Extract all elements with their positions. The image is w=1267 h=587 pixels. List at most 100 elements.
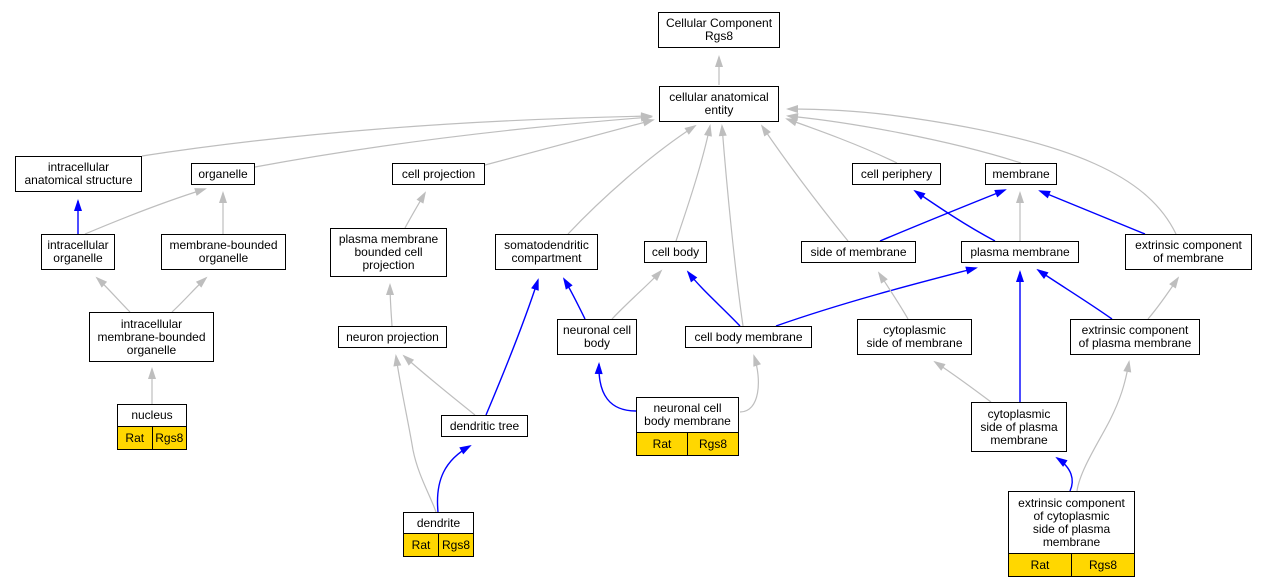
edge-intra-mb-organelle-to-membrane-bounded-organelle bbox=[171, 276, 208, 313]
gene-tag: Rgs8 bbox=[151, 427, 186, 449]
species-tag: Rat bbox=[1009, 554, 1071, 576]
arrowhead bbox=[718, 124, 727, 137]
node-neuron-projection[interactable]: neuron projection bbox=[338, 326, 447, 348]
species-tag: Rat bbox=[118, 427, 152, 449]
edge-side-of-membrane-to-membrane bbox=[879, 189, 1007, 242]
node-plasma-membrane[interactable]: plasma membrane bbox=[961, 241, 1079, 263]
node-extrinsic-membrane[interactable]: extrinsic component of membrane bbox=[1125, 234, 1252, 270]
node-extrinsic-cyto-pm[interactable]: extrinsic component of cytoplasmic side … bbox=[1008, 491, 1135, 577]
node-organelle[interactable]: organelle bbox=[191, 163, 255, 185]
node-intracellular-anat[interactable]: intracellular anatomical structure bbox=[15, 156, 142, 192]
node-label: dendritic tree bbox=[449, 418, 520, 433]
arrowhead bbox=[194, 188, 207, 196]
edge-intracellular-organelle-to-intracellular-anat bbox=[74, 199, 82, 234]
arrowhead bbox=[786, 105, 798, 113]
edge-somatodendritic-to-cae bbox=[567, 124, 697, 235]
edge-dendritic-tree-to-neuron-projection bbox=[402, 354, 476, 416]
arrowhead bbox=[1036, 268, 1049, 279]
node-label: intracellular membrane-bounded organelle bbox=[97, 316, 206, 357]
edge-dendritic-tree-to-somatodendritic bbox=[485, 278, 539, 416]
node-cell-projection[interactable]: cell projection bbox=[392, 163, 485, 185]
node-label: neuronal cell body membrane bbox=[644, 401, 731, 428]
node-label: nucleus bbox=[131, 408, 173, 422]
gene-tag: Rgs8 bbox=[687, 433, 738, 455]
edge-cell-body-to-cae bbox=[675, 124, 712, 242]
node-cytoplasmic-side-membrane[interactable]: cytoplasmic side of membrane bbox=[857, 319, 972, 355]
edge-extrinsic-membrane-to-membrane bbox=[1038, 190, 1146, 235]
arrowhead bbox=[148, 367, 156, 379]
node-side-of-membrane[interactable]: side of membrane bbox=[801, 241, 916, 263]
edge-ncb-membrane-to-neuronal-cell-body bbox=[594, 362, 637, 412]
arrowhead bbox=[74, 199, 82, 211]
arrowhead bbox=[459, 445, 472, 455]
edge-extrinsic-membrane-to-cae bbox=[786, 105, 1177, 235]
edge-intracellular-organelle-to-organelle bbox=[84, 188, 207, 235]
arrowhead bbox=[684, 124, 697, 135]
node-label: plasma membrane bbox=[970, 244, 1070, 259]
arrowhead bbox=[416, 191, 427, 204]
edge-pm-bounded-projection-to-cell-projection bbox=[404, 191, 427, 229]
node-intracellular-organelle[interactable]: intracellular organelle bbox=[41, 234, 115, 270]
gene-tag: Rgs8 bbox=[438, 534, 473, 556]
edge-cytoplasmic-side-membrane-to-side-of-membrane bbox=[877, 271, 909, 320]
node-cyto-side-pm[interactable]: cytoplasmic side of plasma membrane bbox=[971, 402, 1067, 452]
node-dendritic-tree[interactable]: dendritic tree bbox=[441, 415, 528, 437]
arrowhead bbox=[1169, 276, 1180, 289]
node-label: membrane bbox=[992, 166, 1050, 181]
edge-ncb-membrane-to-cell-body-membrane bbox=[739, 354, 761, 413]
arrowhead bbox=[386, 283, 394, 295]
species-tag: Rat bbox=[637, 433, 687, 455]
node-membrane[interactable]: membrane bbox=[985, 163, 1057, 185]
edge-dendrite-to-dendritic-tree bbox=[436, 445, 472, 513]
edge-neuron-projection-to-pm-bounded-projection bbox=[386, 283, 394, 327]
node-label: organelle bbox=[198, 166, 248, 181]
node-extrinsic-pm[interactable]: extrinsic component of plasma membrane bbox=[1070, 319, 1200, 355]
node-intra-mb-organelle[interactable]: intracellular membrane-bounded organelle bbox=[89, 312, 214, 362]
node-neuronal-cell-body[interactable]: neuronal cell body bbox=[557, 319, 637, 355]
node-label: neuronal cell body bbox=[562, 323, 632, 350]
node-label: cell body membrane bbox=[694, 329, 803, 344]
node-membrane-bounded-organelle[interactable]: membrane-bounded organelle bbox=[161, 234, 286, 270]
node-label: Cellular Component Rgs8 bbox=[665, 16, 773, 43]
node-cell-body-membrane[interactable]: cell body membrane bbox=[685, 326, 812, 348]
node-somatodendritic[interactable]: somatodendritic compartment bbox=[495, 234, 598, 270]
edge-neuronal-cell-body-to-somatodendritic bbox=[562, 277, 586, 320]
node-cae[interactable]: cellular anatomical entity bbox=[659, 86, 779, 122]
arrowhead bbox=[393, 354, 402, 367]
node-root[interactable]: Cellular Component Rgs8 bbox=[658, 12, 780, 48]
edge-cell-periphery-to-cae bbox=[785, 118, 898, 164]
arrowhead bbox=[1123, 360, 1132, 373]
arrowhead bbox=[95, 276, 108, 288]
node-cell-periphery[interactable]: cell periphery bbox=[852, 163, 941, 185]
node-label: cell projection bbox=[401, 166, 476, 181]
node-label: side of membrane bbox=[810, 244, 907, 259]
arrowhead bbox=[994, 189, 1007, 198]
edge-extrinsic-pm-to-extrinsic-membrane bbox=[1147, 276, 1180, 320]
node-label: cytoplasmic side of membrane bbox=[866, 323, 963, 350]
species-tag: Rat bbox=[404, 534, 438, 556]
edge-intracellular-anat-to-cae bbox=[141, 112, 653, 157]
edge-nucleus-to-intra-mb-organelle bbox=[148, 367, 156, 404]
node-label: intracellular organelle bbox=[47, 238, 109, 265]
arrowhead bbox=[933, 360, 946, 371]
node-label: cytoplasmic side of plasma membrane bbox=[980, 406, 1058, 447]
arrowhead bbox=[1038, 190, 1051, 199]
node-label: neuron projection bbox=[346, 329, 439, 344]
node-label: extrinsic component of plasma membrane bbox=[1078, 323, 1192, 350]
node-pm-bounded-projection[interactable]: plasma membrane bounded cell projection bbox=[330, 228, 447, 277]
edge-extrinsic-pm-to-plasma-membrane bbox=[1036, 268, 1113, 320]
arrowhead bbox=[704, 124, 712, 137]
node-cell-body[interactable]: cell body bbox=[644, 241, 707, 263]
edge-membrane-bounded-organelle-to-organelle bbox=[219, 191, 227, 234]
arrowhead bbox=[785, 118, 798, 127]
node-label: membrane-bounded organelle bbox=[169, 238, 278, 265]
node-label: intracellular anatomical structure bbox=[24, 160, 133, 187]
